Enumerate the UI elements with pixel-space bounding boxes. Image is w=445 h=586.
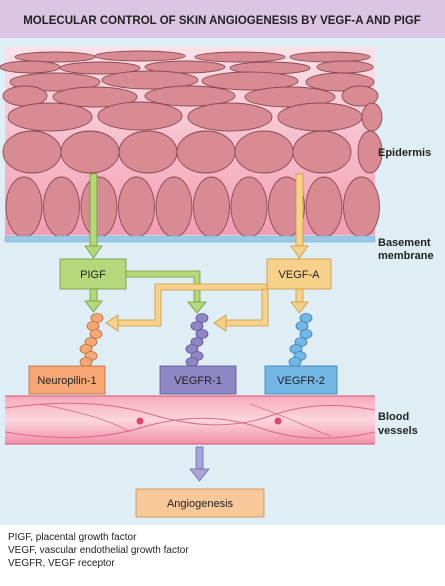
epidermal-cell <box>361 102 383 132</box>
vegfa-box <box>266 258 332 290</box>
legend-pigf: PIGF, placental growth factor <box>8 532 137 543</box>
pigf-to-nrp1-arrow <box>84 288 103 313</box>
receptor-domain <box>86 321 100 331</box>
neuropilin-1-domains <box>79 313 104 367</box>
receptor-domain <box>185 357 199 367</box>
blood-vessel <box>4 395 376 445</box>
receptor-domain <box>79 357 93 367</box>
vegfr-2-box <box>264 365 338 395</box>
label-blood-1: Blood <box>378 411 409 423</box>
epidermal-cell <box>277 102 363 132</box>
receptor-domain <box>288 357 302 367</box>
label-blood-2: vessels <box>378 425 418 437</box>
legend-vegfr: VEGFR, VEGF receptor <box>8 558 115 569</box>
legend-band <box>0 525 445 581</box>
epidermal-cell <box>341 85 379 107</box>
pigf-secretion-arrow <box>84 173 103 259</box>
epidermal-cell <box>201 71 299 91</box>
figure-title: MOLECULAR CONTROL OF SKIN ANGIOGENESIS B… <box>23 15 421 27</box>
epidermal-cell <box>187 102 273 132</box>
angiogenesis-arrow <box>189 446 210 482</box>
epidermal-cell <box>234 130 294 174</box>
vegfa-label: VEGF-A <box>279 269 321 281</box>
neuropilin-1-label: Neuropilin-1 <box>37 375 96 387</box>
receptor-domain <box>89 329 103 339</box>
epidermal-cell <box>357 130 383 174</box>
epidermal-cell <box>52 86 138 108</box>
epidermal-cell <box>155 176 193 238</box>
label-basement-1: Basement <box>378 237 431 249</box>
epidermal-cell <box>305 176 343 238</box>
epidermal-cell <box>194 51 286 63</box>
vegfr-2-label: VEGFR-2 <box>277 375 325 387</box>
endothelial-nucleus <box>274 417 282 425</box>
vegfa-secretion-arrow <box>290 173 309 259</box>
epidermal-cell <box>5 176 43 238</box>
pigf-label: PIGF <box>80 269 106 281</box>
epidermal-cell <box>80 176 118 238</box>
legend-vegf: VEGF, vascular endothelial growth factor <box>8 545 189 556</box>
epidermal-cell <box>193 176 230 238</box>
epidermal-cell <box>94 50 186 62</box>
epidermal-cell <box>289 51 371 63</box>
vegfr-1-domains <box>185 313 209 367</box>
vegfr-1-label: VEGFR-1 <box>174 375 222 387</box>
epidermal-cell <box>0 60 61 74</box>
receptor-domain <box>195 313 209 323</box>
pigf-to-vegfr1-arrow <box>125 270 207 314</box>
vegfa-to-nrp1-arrow <box>105 283 268 332</box>
angiogenesis-box <box>135 488 265 518</box>
epidermal-cell <box>101 70 199 90</box>
label-basement-2: membrane <box>378 250 434 262</box>
epidermal-cell <box>14 51 96 63</box>
epidermal-cell <box>7 102 93 132</box>
epidermal-cell <box>118 176 155 238</box>
angiogenesis-label: Angiogenesis <box>167 498 234 510</box>
epidermal-cell <box>176 130 236 174</box>
basement-membrane <box>4 235 376 243</box>
receptor-domain <box>299 329 313 339</box>
epidermal-cell <box>144 60 226 74</box>
epidermal-cells <box>0 50 383 238</box>
label-epidermis: Epidermis <box>378 147 431 159</box>
vegfa-to-vegfr1-arrow <box>213 288 269 332</box>
title-band <box>0 0 445 38</box>
epidermal-cell <box>43 176 80 238</box>
epidermal-cell <box>343 176 380 238</box>
epidermal-cell <box>2 130 62 174</box>
epidermal-cell <box>230 176 268 238</box>
epidermal-cell <box>316 60 374 74</box>
vegfa-to-vegfr2-arrow <box>290 288 309 314</box>
epidermal-cell <box>118 130 178 174</box>
vegfr-2-domains <box>288 313 313 367</box>
neuropilin-1-box <box>28 365 106 395</box>
endothelial-nucleus <box>136 417 144 425</box>
epidermal-cell <box>292 130 352 174</box>
epidermal-cell <box>60 130 120 174</box>
epidermal-cell <box>97 101 183 131</box>
receptor-domain <box>190 321 204 331</box>
vegfr-1-box <box>159 365 237 395</box>
epidermal-cell <box>59 61 141 75</box>
epidermal-cell <box>144 85 236 107</box>
receptor-domain <box>195 329 209 339</box>
